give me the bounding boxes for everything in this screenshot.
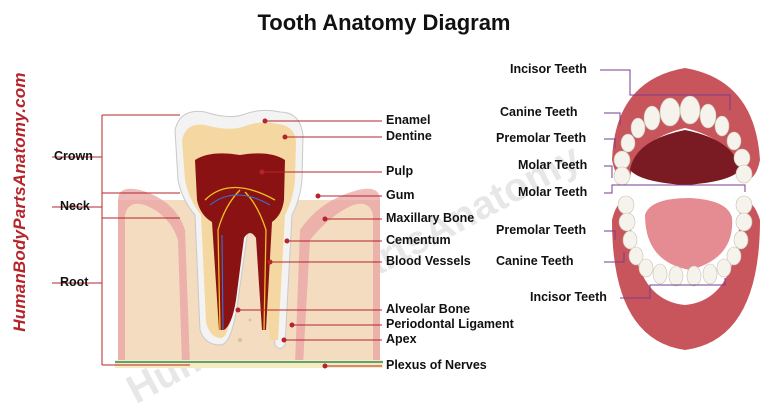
tooth-cross-section xyxy=(52,109,383,369)
label-canine-lower: Canine Teeth xyxy=(496,254,574,268)
label-premolar-lower: Premolar Teeth xyxy=(496,223,587,237)
diagram-title: Tooth Anatomy Diagram xyxy=(257,10,511,35)
label-alveolar-bone: Alveolar Bone xyxy=(386,302,471,316)
mouth-leader-lines xyxy=(600,69,746,299)
label-gum: Gum xyxy=(386,188,415,202)
upper-mouth-inner xyxy=(630,130,740,185)
label-apex: Apex xyxy=(386,332,417,346)
label-cementum: Cementum xyxy=(386,233,451,247)
lower-teeth xyxy=(617,195,753,287)
tongue xyxy=(645,198,733,270)
blood-vessels xyxy=(204,186,276,331)
label-pulp: Pulp xyxy=(386,164,414,178)
label-crown: Crown xyxy=(54,149,93,163)
upper-teeth xyxy=(613,95,753,186)
label-dentine: Dentine xyxy=(386,129,432,143)
label-premolar-upper: Premolar Teeth xyxy=(496,131,587,145)
lower-lip xyxy=(612,202,760,350)
label-incisor-upper: Incisor Teeth xyxy=(510,62,587,76)
tooth-leader-lines xyxy=(238,120,382,367)
pulp-shape xyxy=(195,153,285,330)
mouth-illustration xyxy=(600,68,760,350)
tooth-leader-dots xyxy=(235,118,328,369)
base-strip xyxy=(115,360,383,368)
upper-lip xyxy=(612,68,760,180)
label-periodontal-ligament: Periodontal Ligament xyxy=(386,317,514,331)
label-canine-upper: Canine Teeth xyxy=(500,105,578,119)
label-enamel: Enamel xyxy=(386,113,431,127)
left-brackets xyxy=(52,114,190,366)
label-incisor-lower: Incisor Teeth xyxy=(530,290,607,304)
bone-left-inner xyxy=(125,203,182,365)
label-root: Root xyxy=(60,275,89,289)
label-maxillary-bone: Maxillary Bone xyxy=(386,211,475,225)
diagram-canvas: HumanBodyPartsAnatomy.com Tooth Anatomy … xyxy=(10,10,760,412)
label-neck: Neck xyxy=(60,199,90,213)
label-molar-lower: Molar Teeth xyxy=(518,185,588,199)
label-plexus-of-nerves: Plexus of Nerves xyxy=(386,358,487,372)
label-molar-upper: Molar Teeth xyxy=(518,158,588,172)
label-blood-vessels: Blood Vessels xyxy=(386,254,471,268)
